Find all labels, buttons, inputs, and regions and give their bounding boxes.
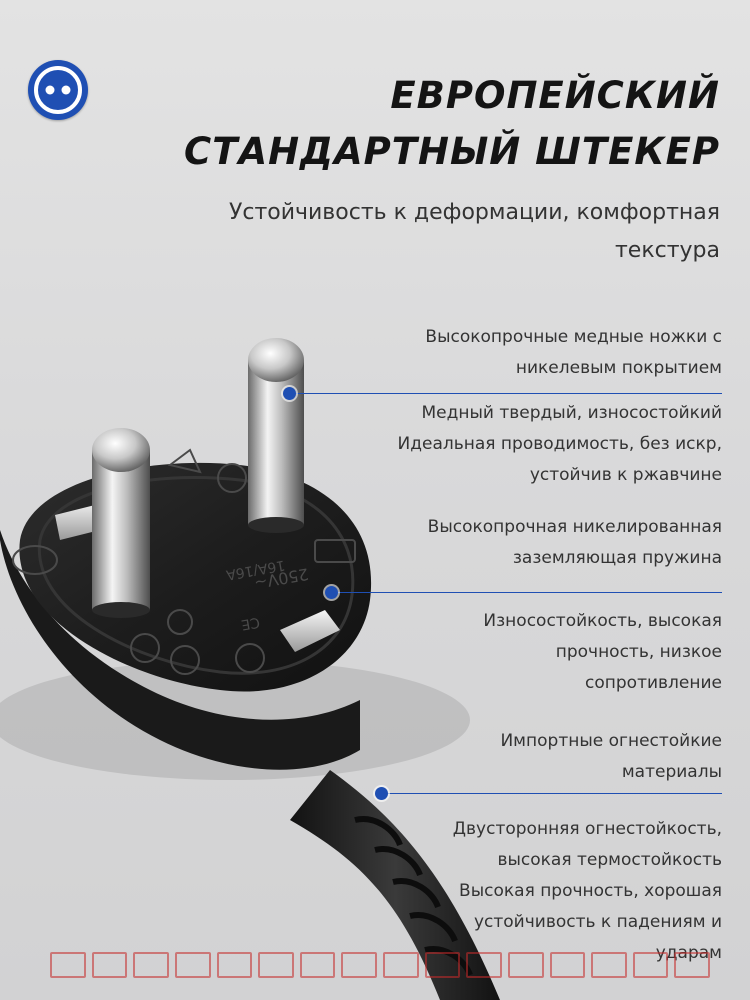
feature-line: Идеальная проводимость, без искр, [397, 434, 722, 454]
face-marking-ce: CE [240, 614, 261, 633]
feature-hard-copper: Медный твердый, износостойкий Идеальная … [398, 398, 722, 491]
feature-copper-pins: Высокопрочные медные ножки с никелевым п… [425, 322, 722, 384]
page-title: ЕВРОПЕЙСКИЙ СТАНДАРТНЫЙ ШТЕКЕР [80, 68, 720, 180]
feature-line: устойчив к ржавчине [529, 465, 722, 485]
feature-line: Износостойкость, высокая [483, 611, 722, 631]
feature-line: заземляющая пружина [512, 548, 722, 568]
subtitle-line-2: текстура [614, 238, 720, 263]
title-line-1: ЕВРОПЕЙСКИЙ [390, 74, 720, 117]
subtitle-line-1: Устойчивость к деформации, комфортная [228, 200, 720, 225]
socket-icon [34, 66, 82, 114]
pointer-dot-3 [375, 787, 388, 800]
subtitle: Устойчивость к деформации, комфортная те… [100, 194, 720, 270]
feature-line: Высокопрочные медные ножки с [425, 327, 722, 347]
socket-badge-icon [28, 60, 88, 120]
feature-line: Медный твердый, износостойкий [421, 403, 723, 423]
feature-line: никелевым покрытием [515, 358, 722, 378]
pointer-line-2 [334, 592, 722, 593]
feature-line: сопротивление [585, 673, 722, 693]
feature-line: Высокая прочность, хорошая [459, 881, 722, 901]
feature-line: Импортные огнестойкие [500, 731, 722, 751]
feature-line: Высокопрочная никелированная [427, 517, 722, 537]
feature-line: материалы [621, 762, 722, 782]
feature-wear-resistance: Износостойкость, высокая прочность, низк… [483, 606, 722, 699]
title-line-2: СТАНДАРТНЫЙ ШТЕКЕР [184, 130, 720, 173]
decorative-bottom-strip [50, 952, 710, 978]
right-pin [248, 338, 304, 533]
feature-double-fireproof: Двусторонняя огнестойкость, высокая терм… [453, 814, 722, 969]
pointer-dot-2 [325, 586, 338, 599]
feature-line: прочность, низкое [555, 642, 722, 662]
feature-line: высокая термостойкость [497, 850, 722, 870]
pointer-line-3 [384, 793, 722, 794]
feature-fireproof-materials: Импортные огнестойкие материалы [500, 726, 722, 788]
feature-grounding-spring: Высокопрочная никелированная заземляющая… [428, 512, 722, 574]
feature-line: устойчивость к падениям и [473, 912, 722, 932]
left-pin [92, 428, 150, 618]
feature-line: Двусторонняя огнестойкость, [452, 819, 722, 839]
eu-plug-illustration: 250V~ 16A/16A CE [0, 338, 500, 1000]
pointer-line-1 [292, 393, 722, 394]
pointer-dot-1 [283, 387, 296, 400]
